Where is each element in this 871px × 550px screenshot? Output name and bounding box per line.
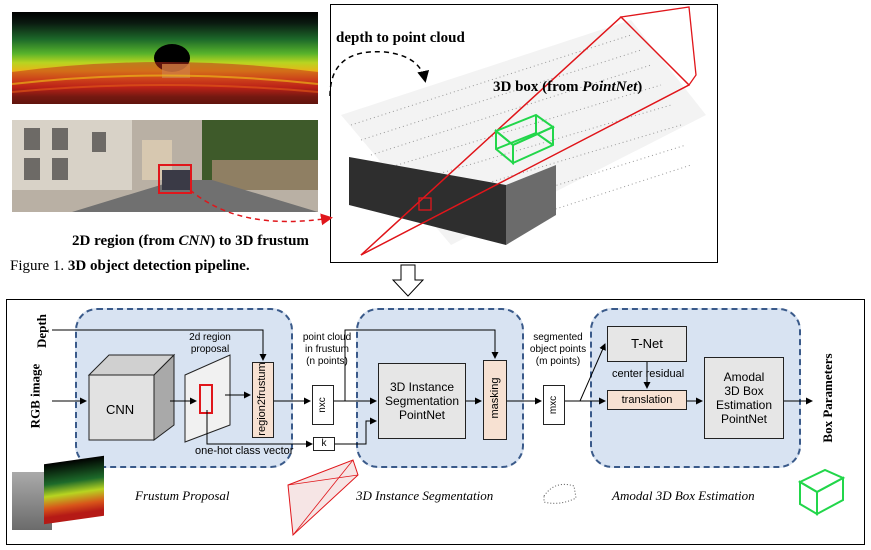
mxc-box: mxc [543, 385, 565, 425]
frustum-thumbnail [287, 459, 359, 537]
frustum-label-suffix: ) to 3D frustum [210, 233, 309, 249]
caption-title: 3D object detection pipeline. [67, 258, 250, 274]
frustum-proposal-title: Frustum Proposal [135, 488, 230, 503]
instance-seg-pointnet-box: 3D Instance Segmentation PointNet [378, 363, 466, 439]
box-label-italic: PointNet [582, 79, 638, 95]
depth-to-point-cloud-label: depth to point cloud [336, 30, 465, 46]
box-thumbnail [797, 468, 846, 516]
rgb-street-image [12, 120, 318, 212]
cnn-block [87, 353, 176, 441]
translation-box: translation [607, 390, 687, 410]
segmented-thumbnail [543, 483, 577, 504]
point-cloud-label: point cloud in frustum (n points) [302, 332, 352, 367]
depth-map-image [12, 12, 318, 104]
top-arrows [189, 50, 430, 297]
tnet-box: T-Net [607, 326, 687, 362]
frustum-label-italic: CNN [178, 233, 211, 249]
hollow-down-arrow [391, 264, 425, 297]
cnn-label: CNN [106, 402, 135, 417]
masking-box [483, 360, 507, 440]
region-proposal-plane [184, 354, 231, 443]
box-label-prefix: 3D box (from [493, 79, 583, 95]
region-to-frustum-label: 2D region (from CNN) to 3D frustum [72, 233, 309, 250]
pipeline-frame [6, 299, 865, 545]
nxc-box: nxc [312, 385, 334, 425]
frustum-label-prefix: 2D region (from [72, 233, 179, 249]
segmented-points-label: segmented object points (m points) [529, 332, 587, 367]
center-residual-label: center residual [612, 368, 685, 380]
region2frustum-box [252, 362, 274, 438]
instance-seg-title: 3D Instance Segmentation [356, 488, 494, 503]
depth-dashed-arrow [329, 50, 430, 97]
k-box: k [313, 437, 335, 451]
frustum-dashed-arrow [189, 189, 333, 226]
region-proposal-label: 2d region proposal [189, 332, 231, 355]
amodal-pointnet-box: Amodal 3D Box Estimation PointNet [704, 357, 784, 439]
box-label-suffix: ) [637, 79, 643, 95]
point-cloud-panel [330, 4, 718, 263]
box-from-pointnet-label: 3D box (from PointNet) [493, 79, 642, 96]
caption-prefix: Figure 1. [10, 258, 65, 274]
k-label: k [321, 438, 327, 449]
figure-caption: Figure 1. 3D object detection pipeline. [10, 258, 250, 275]
one-hot-label: one-hot class vector [195, 445, 294, 457]
amodal-title: Amodal 3D Box Estimation [612, 488, 755, 503]
